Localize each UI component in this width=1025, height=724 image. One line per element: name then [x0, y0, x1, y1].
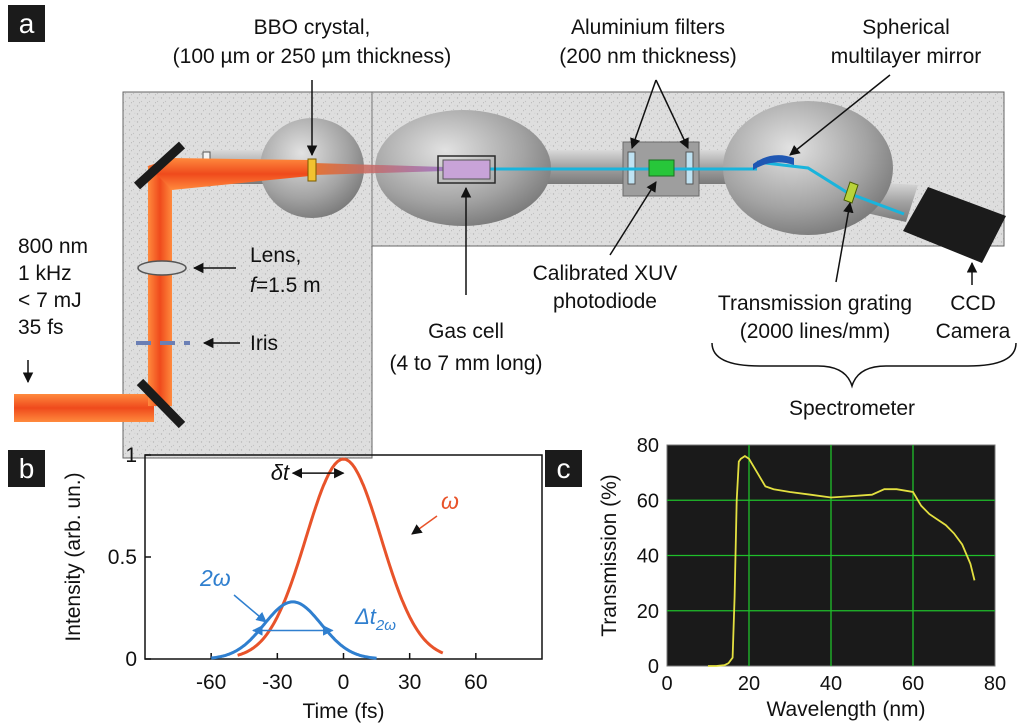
panel-a-badge	[8, 5, 45, 42]
y-tick-label: 80	[637, 435, 659, 457]
delta-t-2w-main: Δt	[354, 604, 377, 629]
y-tick-label: 40	[637, 546, 659, 568]
lens	[137, 260, 187, 276]
laser-label-3: < 7 mJ	[18, 289, 82, 312]
y-tick-label: 60	[637, 490, 659, 512]
laser-label-2: 1 kHz	[18, 262, 72, 285]
bbo-crystal	[307, 158, 317, 182]
spectrometer-label: Spectrometer	[789, 397, 915, 420]
steering-mirror-top	[133, 141, 186, 190]
iris-label: Iris	[250, 332, 278, 355]
vertical-beam	[148, 166, 172, 406]
panel-a: a	[8, 5, 1017, 459]
y-tick-label: 1	[125, 444, 137, 467]
y-tick-label: 20	[637, 601, 659, 623]
omega-label: ω	[441, 488, 459, 514]
alu-arrow-1	[630, 79, 657, 149]
x-axis-label: Time (fs)	[302, 700, 384, 723]
input-beam	[14, 394, 154, 422]
y-tick-label: 0	[648, 656, 659, 678]
diffracted-beam	[756, 160, 905, 216]
y-axis-label: Intensity (arb. un.)	[62, 472, 85, 641]
mirror-arrow	[789, 74, 891, 156]
lens-label-2: f=1.5 m	[250, 274, 321, 297]
lens-focal-length: =1.5 m	[256, 274, 321, 297]
ccd-label-2: Camera	[936, 320, 1011, 343]
mixed-beam	[314, 163, 445, 175]
lens-label-1: Lens,	[250, 244, 301, 267]
ccd-camera	[903, 187, 1006, 263]
x-tick-label: 80	[984, 673, 1006, 695]
gas-cell-outer	[437, 155, 496, 184]
delta-t-label: δt	[271, 460, 290, 485]
x-tick-label: 40	[820, 673, 842, 695]
gas-cell	[442, 159, 491, 180]
chart-b-frame	[144, 454, 543, 660]
xuv-photodiode	[648, 159, 675, 177]
x-tick-label: 0	[661, 673, 672, 695]
xuv-label-2: photodiode	[553, 290, 657, 313]
mirror-label-2: multilayer mirror	[831, 45, 982, 68]
panel-b-badge	[8, 450, 45, 487]
x-tick-label: -60	[196, 671, 226, 694]
x-tick-label: 60	[464, 671, 487, 694]
series-two-omega-line	[211, 600, 377, 660]
transmission-curve	[708, 455, 976, 667]
two-omega-label-arrow	[233, 594, 267, 623]
top-beam	[148, 158, 310, 190]
alu-label-1: Aluminium filters	[571, 16, 725, 39]
series-omega-line	[237, 457, 444, 657]
gas-label-1: Gas cell	[428, 320, 504, 343]
panel-b-letter: b	[19, 453, 35, 484]
two-omega-label: 2ω	[199, 565, 231, 591]
steering-mirror-bottom	[136, 378, 186, 429]
grating-arrow	[835, 201, 854, 283]
x-tick-label: 20	[738, 673, 760, 695]
bbo-label-2: (100 µm or 250 µm thickness)	[173, 45, 452, 68]
lens-f-symbol: f	[250, 274, 258, 297]
ccd-label-1: CCD	[950, 292, 996, 315]
gas-label-2: (4 to 7 mm long)	[390, 352, 543, 375]
x-tick-label: 60	[902, 673, 924, 695]
laser-label-4: 35 fs	[18, 316, 64, 339]
alu-label-2: (200 nm thickness)	[559, 45, 736, 68]
grating-label-1: Transmission grating	[718, 292, 912, 315]
photodiode-arrow	[609, 181, 657, 256]
multilayer-mirror	[753, 155, 794, 170]
x-tick-label: 0	[338, 671, 350, 694]
grating-label-2: (2000 lines/mm)	[740, 320, 891, 343]
x-tick-label: 30	[398, 671, 421, 694]
y-axis-label: Transmission (%)	[598, 474, 621, 637]
omega-label-arrow	[411, 515, 438, 535]
x-tick-label: -30	[262, 671, 292, 694]
y-tick-label: 0	[125, 648, 137, 671]
alu-arrow-2	[655, 79, 689, 149]
laser-label-1: 800 nm	[18, 235, 88, 258]
bbo-label-1: BBO crystal,	[254, 16, 371, 39]
x-axis-label: Wavelength (nm)	[766, 698, 925, 721]
panel-c-badge	[545, 450, 582, 487]
y-tick-label: 0.5	[108, 546, 137, 569]
mirror-label-1: Spherical	[862, 16, 950, 39]
delta-t-2w-label: Δt2ω	[354, 604, 396, 634]
delta-t-2w-subscript: 2ω	[375, 617, 396, 634]
panel-a-letter: a	[19, 8, 35, 39]
spectrometer-brace	[711, 342, 1017, 389]
xuv-label-1: Calibrated XUV	[533, 262, 678, 285]
panel-c-letter: c	[557, 453, 571, 484]
